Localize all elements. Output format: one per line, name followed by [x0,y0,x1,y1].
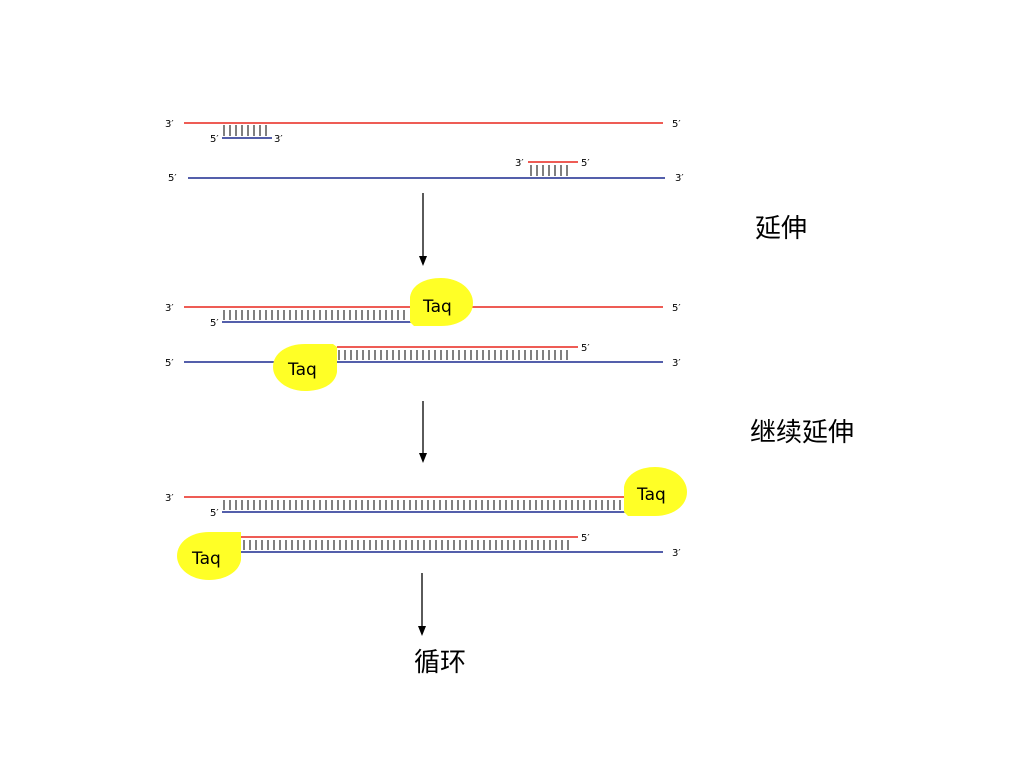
bottom-strand-right-label: 3′ [672,548,681,559]
new-strand-reverse-5-label: 5′ [581,343,590,354]
step-label-extension: 延伸 [755,214,807,244]
enzyme-label: Taq [636,485,666,505]
top-strand-left-label: 3′ [165,119,174,130]
down-arrow-icon [418,573,426,636]
primer-reverse-3-label: 3′ [515,158,524,169]
taq-polymerase: Taq [177,532,241,580]
base-pairs [223,310,405,320]
new-strand-forward-5-label: 5′ [210,318,219,329]
enzyme-shape [177,532,241,580]
enzyme-shape [273,344,337,391]
step-label-cycle: 循环 [414,648,466,678]
new-strand-forward-5-label: 5′ [210,508,219,519]
stage-annealed: 3′ 5′ 5′ 3′ 3′ 5′ 5′ 3′ [165,119,684,184]
top-strand-left-label: 3′ [165,493,174,504]
base-pairs [530,165,568,176]
enzyme-label: Taq [191,549,221,569]
bottom-strand-right-label: 3′ [675,173,684,184]
stage-extension: 3′ 5′ 5′ Taq 5′ 5′ 3′ Taq [165,278,681,391]
step-label-continued-extension: 继续延伸 [750,418,854,448]
primer-reverse-5-label: 5′ [581,158,590,169]
enzyme-label: Taq [422,297,452,317]
stage-continued-extension: 3′ 5′ Taq 5′ 3′ Taq [165,467,687,580]
top-strand-right-label: 5′ [672,119,681,130]
new-strand-reverse-5-label: 5′ [581,533,590,544]
bottom-strand-left-label: 5′ [165,358,174,369]
taq-polymerase: Taq [410,278,473,326]
base-pairs [223,500,621,510]
primer-forward-3-label: 3′ [274,134,283,145]
down-arrow-icon [419,401,427,463]
base-pairs [223,125,267,136]
base-pairs [243,540,569,550]
enzyme-shape [624,467,687,516]
base-pairs [338,350,568,360]
top-strand-left-label: 3′ [165,303,174,314]
down-arrow-icon [419,193,427,266]
primer-forward-5-label: 5′ [210,134,219,145]
enzyme-shape [410,278,473,326]
enzyme-label: Taq [287,360,317,380]
top-strand-right-label: 5′ [672,303,681,314]
taq-polymerase: Taq [624,467,687,516]
taq-polymerase: Taq [273,344,337,391]
bottom-strand-left-label: 5′ [168,173,177,184]
bottom-strand-right-label: 3′ [672,358,681,369]
